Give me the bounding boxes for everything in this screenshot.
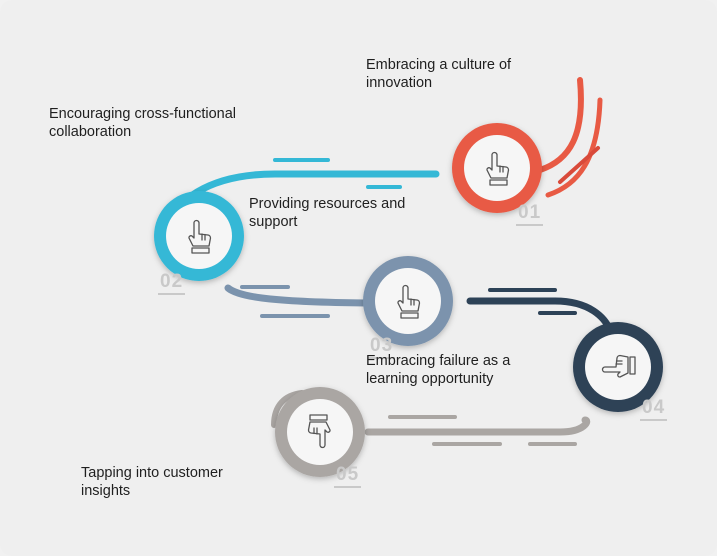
step-02-label-line-2: collaboration [49, 124, 132, 140]
step-02-circle [154, 191, 244, 281]
pointing-hand-icon [188, 219, 212, 254]
step-01-number: 01 [516, 203, 544, 226]
step-02-label-line-1: Encouraging cross-functional [49, 106, 236, 122]
step-03-label-line-1: Providing resources and [249, 196, 406, 212]
step-04-number: 04 [640, 398, 668, 421]
step-05-number: 05 [334, 465, 362, 488]
step-05-circle [275, 387, 365, 477]
step-05-label: Tapping into customer insights [81, 464, 223, 500]
pointing-hand-icon [307, 414, 331, 449]
step-03-label-line-2: support [249, 214, 298, 230]
step-04-connector [466, 288, 614, 334]
step-05-label-line-2: insights [81, 483, 131, 499]
step-03-label: Providing resources and support [249, 195, 405, 231]
step-05-connector [271, 390, 591, 446]
step-03-circle [363, 256, 453, 346]
step-04-label: Embracing failure as a learning opportun… [366, 352, 510, 388]
step-04-circle [573, 322, 663, 412]
step-05-label-line-1: Tapping into customer [81, 465, 223, 481]
step-04-label-line-2: learning opportunity [366, 371, 494, 387]
step-04-label-line-1: Embracing failure as a [366, 353, 511, 369]
step-02-label: Encouraging cross-functional collaborati… [49, 105, 236, 141]
step-01-label-line-2: innovation [366, 75, 433, 91]
step-03-number: 03 [368, 336, 396, 359]
step-01-connector [537, 77, 603, 198]
step-01-circle [452, 123, 542, 213]
pointing-hand-icon [486, 151, 510, 186]
step-01-label: Embracing a culture of innovation [366, 56, 511, 92]
step-03-connector [224, 284, 370, 318]
pointing-hand-icon [601, 354, 636, 378]
pointing-hand-icon [397, 284, 421, 319]
step-01-label-line-1: Embracing a culture of [366, 57, 512, 73]
step-02-number: 02 [158, 272, 186, 295]
